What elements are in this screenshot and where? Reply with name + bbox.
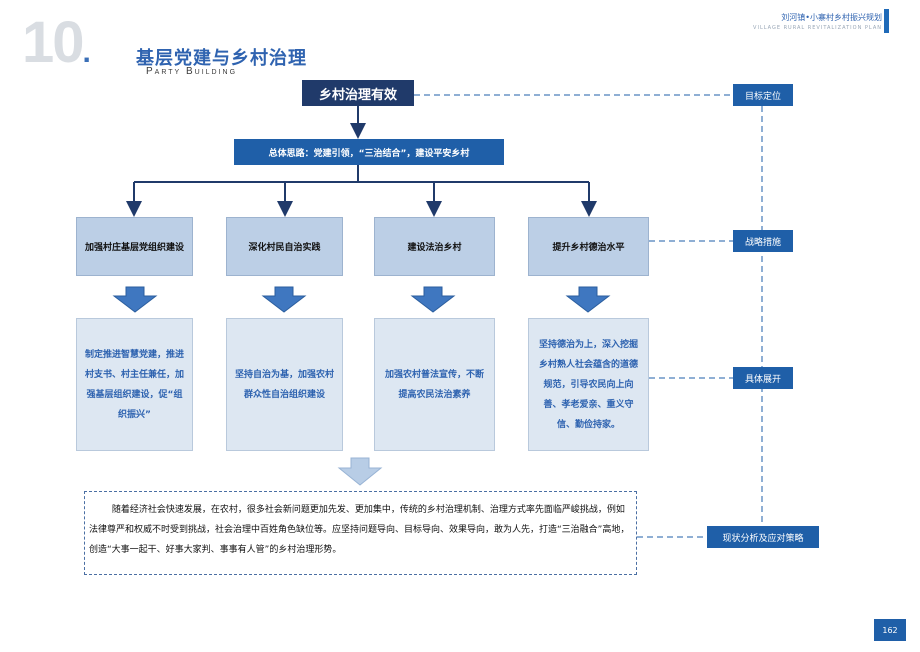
category-box-rule-of-virtue: 提升乡村德治水平 xyxy=(528,217,649,276)
category-box-self-governance: 深化村民自治实践 xyxy=(226,217,343,276)
page-number: 162 xyxy=(874,619,906,641)
summary-box: 随着经济社会快速发展，在农村，很多社会新问题更加先发、更加集中，传统的乡村治理机… xyxy=(84,491,637,575)
governance-goal-box: 乡村治理有效 xyxy=(302,80,414,106)
section-subtitle-en: Party Building xyxy=(146,66,238,77)
side-label-goal: 目标定位 xyxy=(733,84,793,106)
down-arrow-3 xyxy=(410,286,456,313)
section-number: 10. xyxy=(22,10,91,75)
plan-name-en: VILLAGE RURAL REVITALIZATION PLAN xyxy=(753,25,882,31)
detail-box-self-governance: 坚持自治为基，加强农村群众性自治组织建设 xyxy=(226,318,343,451)
overall-approach-box: 总体思路：党建引领，“三治结合”，建设平安乡村 xyxy=(234,139,504,165)
down-arrow-1 xyxy=(112,286,158,313)
category-box-party-building: 加强村庄基层党组织建设 xyxy=(76,217,193,276)
side-label-implementation: 具体展开 xyxy=(733,367,793,389)
side-label-analysis: 现状分析及应对策略 xyxy=(707,526,819,548)
detail-box-rule-of-law: 加强农村普法宣传，不断提高农民法治素养 xyxy=(374,318,495,451)
brand-accent-bar xyxy=(884,9,889,33)
down-arrow-2 xyxy=(261,286,307,313)
plan-name: 刘河镇•小寨村乡村振兴规划 xyxy=(781,13,882,22)
summary-text: 随着经济社会快速发展，在农村，很多社会新问题更加先发、更加集中，传统的乡村治理机… xyxy=(89,505,630,555)
section-title: 基层党建与乡村治理 xyxy=(136,48,307,69)
side-label-strategy: 战略措施 xyxy=(733,230,793,252)
detail-box-rule-of-virtue: 坚持德治为上，深入挖掘乡村熟人社会蕴含的道德规范，引导农民向上向善、孝老爱亲、重… xyxy=(528,318,649,451)
detail-box-party-building: 制定推进智慧党建，推进村支书、村主任兼任，加强基层组织建设，促“组织振兴” xyxy=(76,318,193,451)
down-arrow-4 xyxy=(565,286,611,313)
down-arrow-summary xyxy=(337,457,383,486)
category-box-rule-of-law: 建设法治乡村 xyxy=(374,217,495,276)
